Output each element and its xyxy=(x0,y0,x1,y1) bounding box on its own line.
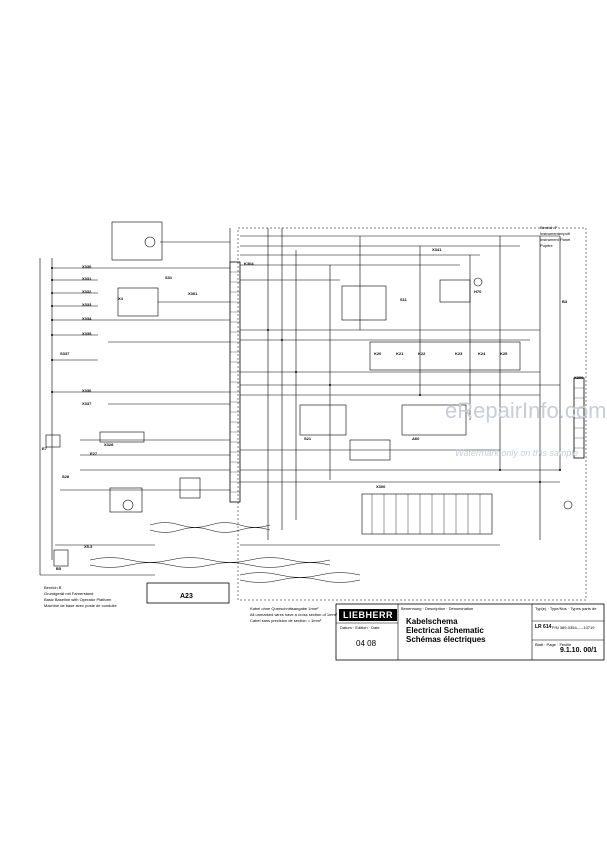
lamp-right xyxy=(563,500,573,510)
title-en: Electrical Schematic xyxy=(406,626,484,635)
relay-group-2 xyxy=(439,279,471,303)
relay-group-3 xyxy=(299,404,347,436)
label-s11: S11 xyxy=(400,297,407,302)
type-header: Typ(e) · Type/Nos · Types parts de xyxy=(535,606,597,611)
label-x331: X331 xyxy=(82,276,92,281)
label-s21: S21 xyxy=(304,436,312,441)
wiring xyxy=(39,221,605,661)
label-x337: X337 xyxy=(82,401,92,406)
connector-e7 xyxy=(45,434,61,448)
switch-bank xyxy=(361,493,493,535)
label-s31: S31 xyxy=(165,275,173,280)
label-k20: K20 xyxy=(374,351,382,356)
label-x330: X330 xyxy=(82,264,92,269)
label-b5: B5 xyxy=(56,566,62,571)
lower-mid-module xyxy=(179,477,201,499)
relay-group-1 xyxy=(341,285,387,321)
label-x300: X300 xyxy=(376,484,386,489)
title-block-frame xyxy=(335,603,605,661)
label-k24: K24 xyxy=(478,351,486,356)
label-x334: X334 xyxy=(82,316,92,321)
lamp-h70 xyxy=(473,277,483,287)
label-e27: E27 xyxy=(90,451,98,456)
sheet-number: 9.1.10. 00/1 xyxy=(560,647,597,654)
liebherr-logo: LIEBHERR xyxy=(339,609,397,621)
label-x328: X328 xyxy=(104,442,114,447)
label-x341: X341 xyxy=(432,247,442,252)
cable-note-3: Cabel sans precision de section = 1mm² xyxy=(250,618,322,623)
label-x309: X309 xyxy=(574,375,584,380)
label-x332: X332 xyxy=(82,289,92,294)
label-x336: X336 xyxy=(82,388,92,393)
title-de: Kabelschema xyxy=(406,617,458,626)
label-x333: X333 xyxy=(82,302,92,307)
label-e7: E7 xyxy=(42,446,47,451)
lower-left-module xyxy=(109,487,143,513)
watermark-note: Watermark only on this sample xyxy=(455,448,579,458)
label-x301: X301 xyxy=(188,291,198,296)
relay-group-5 xyxy=(349,439,391,461)
panel-title-1: Bereich P xyxy=(540,225,558,230)
label-h70: H70 xyxy=(474,289,482,294)
terminal-dots xyxy=(51,267,561,483)
base-title-3: Basic Baseline with Operator Platform xyxy=(44,597,112,602)
panel-title-4: Pupitre xyxy=(540,243,553,248)
fuse-block xyxy=(99,431,145,443)
cable-note-2: All unmarked wires have a cross section … xyxy=(250,612,338,617)
issue-date: 04 08 xyxy=(356,639,377,648)
label-s337: S337 xyxy=(60,351,70,356)
base-title-1: Bereich B xyxy=(44,585,62,590)
label-k304: K304 xyxy=(244,261,254,266)
part-number: P/N 389-0354-----10719 xyxy=(552,625,595,630)
model: LR 614 xyxy=(535,624,552,630)
label-a60: A60 xyxy=(412,436,420,441)
label-b3: B3 xyxy=(562,299,568,304)
label-k25: K25 xyxy=(500,351,508,356)
panel-title-3: Instrument Panel xyxy=(540,237,571,242)
sheet-header: Blatt · Page · Feuille xyxy=(535,642,572,647)
relay-block xyxy=(111,221,163,261)
date-header: Datum · Edition · Date xyxy=(340,625,380,630)
label-k21: K21 xyxy=(396,351,404,356)
connector-block xyxy=(117,287,159,317)
label-x335: X335 xyxy=(82,331,92,336)
gauge-top xyxy=(144,236,156,248)
base-title-2: Grundgerät mit Fahrerstand xyxy=(44,591,94,596)
label-k23: K23 xyxy=(455,351,463,356)
panel-title-2: Instrumentenpult xyxy=(540,231,570,236)
label-s28: S28 xyxy=(62,474,70,479)
watermark-site: eRepairInfo.com xyxy=(445,398,607,423)
connector-b5 xyxy=(53,549,69,567)
label-x53: X5.3 xyxy=(84,544,93,549)
panel-boundary xyxy=(237,227,587,601)
module-a23-label: A23 xyxy=(180,593,193,600)
gauge-left xyxy=(122,499,134,511)
label-k22: K22 xyxy=(418,351,426,356)
relay-row-upper xyxy=(369,341,521,371)
label-x4: X4 xyxy=(118,296,123,301)
module-a23-box xyxy=(146,582,230,604)
relay-group-4 xyxy=(401,404,467,436)
title-fr: Schémas électriques xyxy=(406,635,486,644)
base-title-4: Machine de base avec poste de conduite xyxy=(44,603,117,608)
description-header: Benennung · Description · Dénomination xyxy=(401,606,474,611)
cable-note-1: Kabel ohne Querschnittsangabe 1mm² xyxy=(250,606,319,611)
